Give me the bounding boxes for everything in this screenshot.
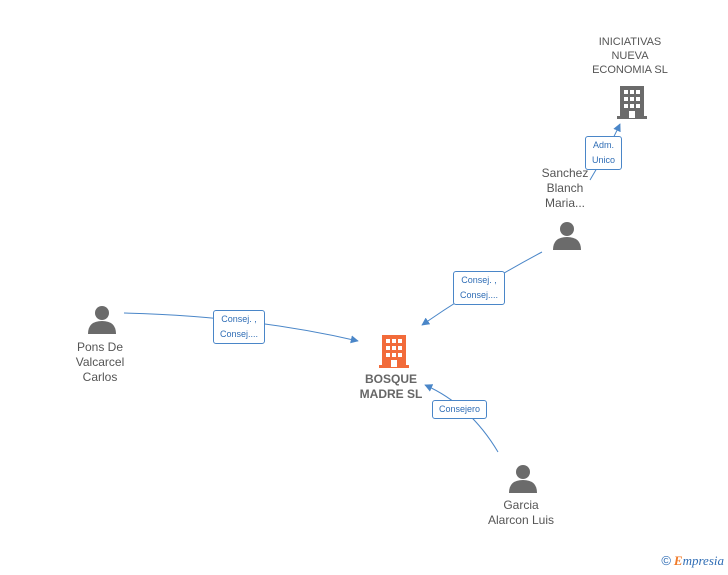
node-label-bosque[interactable]: BOSQUE MADRE SL <box>359 372 423 401</box>
copyright-icon: © <box>661 553 671 568</box>
edge-label-garcia-bosque[interactable]: Consejero <box>432 400 488 419</box>
node-label-sanchez[interactable]: Sanchez Blanch Maria... <box>541 166 589 210</box>
person-icon[interactable] <box>552 220 582 250</box>
building-icon[interactable] <box>616 84 648 120</box>
edge-label-pons-bosque[interactable]: Consej. , Consej.... <box>213 310 266 344</box>
edge-label-sanchez-bosque[interactable]: Consej. , Consej.... <box>453 271 506 305</box>
person-icon[interactable] <box>508 463 538 493</box>
main-building-icon[interactable] <box>378 333 410 369</box>
edge-label-adm-unico[interactable]: Adm. Unico <box>585 136 623 170</box>
node-label-garcia[interactable]: Garcia Alarcon Luis <box>487 498 555 527</box>
person-icon[interactable] <box>87 304 117 334</box>
brand-initial: E <box>673 553 683 568</box>
brand-name: mpresia <box>682 553 724 568</box>
brand-footer: ©Empresia <box>661 553 724 569</box>
node-label-iniciativas[interactable]: INICIATIVAS NUEVA ECONOMIA SL <box>592 36 668 76</box>
node-label-pons[interactable]: Pons De Valcarcel Carlos <box>75 340 125 384</box>
